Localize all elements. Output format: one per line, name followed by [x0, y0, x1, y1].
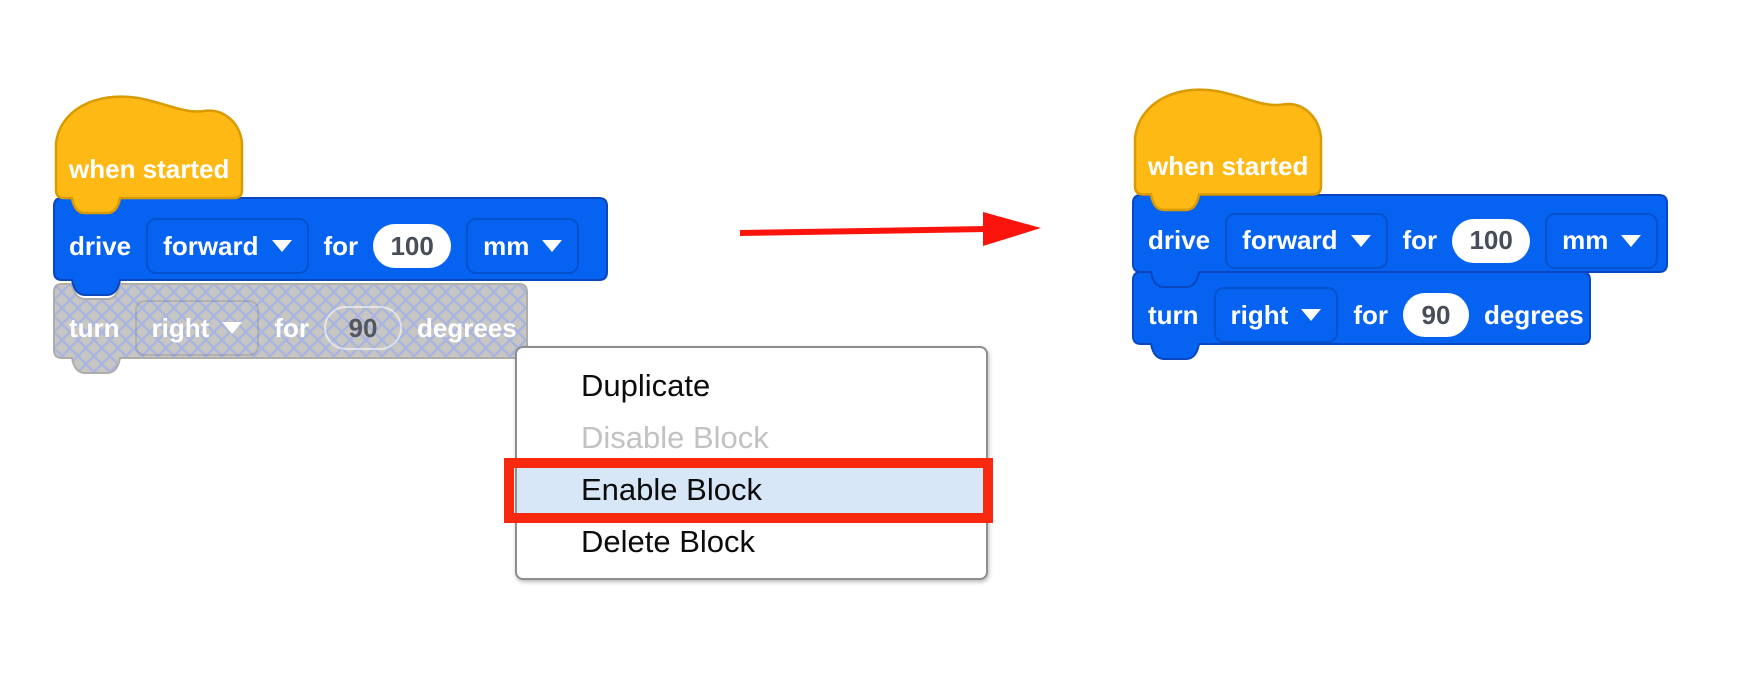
turn-value-input: 90 [323, 306, 402, 350]
drive-unit-value: mm [1562, 225, 1609, 255]
menu-item-enable-block[interactable]: Enable Block [517, 464, 986, 516]
turn-for-label: for [274, 312, 309, 343]
drive-direction-value: forward [163, 230, 259, 261]
drive-verb-label: drive [1148, 225, 1211, 255]
drive-for-label: for [1402, 225, 1438, 255]
menu-item-duplicate[interactable]: Duplicate [581, 368, 711, 403]
drive-value-text: 100 [1469, 225, 1513, 255]
turn-direction-value: right [1230, 299, 1289, 330]
drive-direction-dropdown[interactable]: forward [146, 218, 309, 274]
drive-block[interactable]: drive forward for 100 mm [53, 197, 608, 296]
turn-direction-value: right [151, 312, 210, 343]
turn-verb-label: turn [1148, 299, 1199, 330]
caret-down-icon [271, 240, 292, 252]
hat-block-shape [1133, 88, 1323, 212]
turn-value-input[interactable]: 90 [1402, 293, 1469, 337]
turn-unit-label: degrees [1483, 299, 1584, 330]
menu-item-delete-block[interactable]: Delete Block [581, 524, 756, 559]
turn-block-disabled[interactable]: turn right for 90 degrees [53, 283, 528, 374]
when-started-hat-block[interactable]: when started [1133, 88, 1323, 212]
menu-item-disable-block: Disable Block [581, 420, 769, 455]
hat-label: when started [69, 154, 230, 184]
turn-direction-dropdown: right [134, 300, 260, 356]
caret-down-icon [1350, 234, 1371, 247]
caret-down-icon [1301, 309, 1322, 321]
turn-block-enabled[interactable]: turn right for 90 degrees [1132, 271, 1591, 360]
turn-value-text: 90 [1421, 299, 1451, 330]
drive-value-text: 100 [390, 230, 434, 261]
context-menu: Duplicate Disable Block Enable Block Del… [515, 346, 988, 580]
turn-direction-dropdown[interactable]: right [1213, 287, 1339, 343]
drive-unit-dropdown[interactable]: mm [1545, 212, 1659, 269]
hat-block-shape [54, 95, 244, 215]
when-started-hat-block[interactable]: when started [54, 95, 244, 215]
caret-down-icon [222, 322, 243, 334]
drive-verb-label: drive [69, 230, 132, 261]
drive-unit-dropdown[interactable]: mm [466, 218, 580, 274]
turn-value-text: 90 [348, 312, 378, 343]
turn-verb-label: turn [69, 312, 120, 343]
hat-label: when started [1148, 151, 1309, 181]
caret-down-icon [542, 240, 563, 252]
drive-direction-value: forward [1242, 225, 1338, 255]
caret-down-icon [1621, 234, 1642, 247]
drive-block[interactable]: drive forward for 100 mm [1132, 194, 1668, 288]
turn-unit-label: degrees [416, 312, 517, 343]
drive-value-input[interactable]: 100 [1452, 218, 1531, 263]
red-arrow-icon [739, 212, 1041, 246]
drive-unit-value: mm [483, 230, 530, 261]
drive-direction-dropdown[interactable]: forward [1225, 212, 1388, 269]
drive-value-input[interactable]: 100 [373, 224, 452, 268]
turn-for-label: for [1353, 299, 1388, 330]
drive-for-label: for [323, 230, 359, 261]
